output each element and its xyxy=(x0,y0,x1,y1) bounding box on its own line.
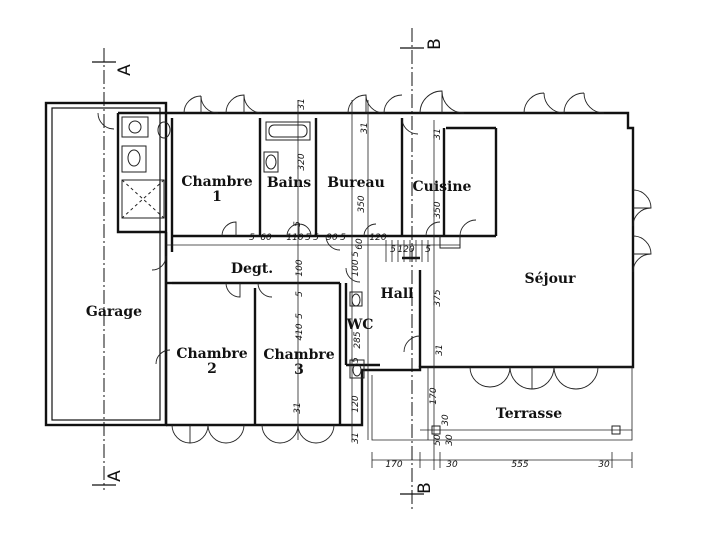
room-label-chambre3: Chambre xyxy=(263,347,334,363)
dim-5-b: 5 xyxy=(305,233,311,243)
dim-5-g: 5 xyxy=(293,221,303,227)
dim-31-top: 31 xyxy=(297,98,307,109)
room-label-cuisine: Cuisine xyxy=(413,179,472,195)
dim-350-cuisine: 350 xyxy=(433,201,443,218)
dimension-labels: 31 320 31 350 350 31 5 60 110 5 5 90 5 6… xyxy=(249,98,610,470)
room-label-wc: WC xyxy=(346,317,374,333)
section-mark-a-bottom: A xyxy=(105,470,125,482)
dim-375: 375 xyxy=(433,289,443,306)
dim-60-b: 60 xyxy=(355,238,365,250)
room-label-bains: Bains xyxy=(267,175,311,191)
dim-5-k: 5 xyxy=(351,357,361,363)
dim-50: 50 xyxy=(433,434,443,446)
dim-5-c: 5 xyxy=(313,233,319,243)
dim-31-bottom-right: 31 xyxy=(351,432,361,443)
fixtures xyxy=(121,116,621,435)
dim-31-cuisine: 31 xyxy=(433,128,443,139)
dim-5-d: 5 xyxy=(340,233,346,243)
openings xyxy=(97,90,652,444)
dim-320: 320 xyxy=(297,153,307,170)
dim-90: 90 xyxy=(326,233,338,243)
dim-60-a: 60 xyxy=(260,233,272,243)
section-mark-b-bottom: B xyxy=(415,482,435,494)
room-label-chambre2-number: 2 xyxy=(207,361,217,377)
dim-5-a: 5 xyxy=(249,233,255,243)
section-cuts xyxy=(92,28,424,510)
dim-170-horizontal: 170 xyxy=(385,460,402,470)
room-label-hall: Hall xyxy=(381,286,414,302)
section-mark-a-top: A xyxy=(115,64,135,76)
dim-31-bureau: 31 xyxy=(360,122,370,133)
dim-5-h: 5 xyxy=(295,291,305,297)
dim-5-j: 5 xyxy=(295,313,305,319)
dim-30-horizontal-1: 30 xyxy=(446,460,458,470)
room-label-chambre3-number: 3 xyxy=(294,362,304,378)
room-label-chambre1: Chambre xyxy=(181,174,252,190)
interior-walls xyxy=(164,118,498,425)
dim-555: 555 xyxy=(511,460,528,470)
room-label-terrasse: Terrasse xyxy=(496,406,562,422)
section-mark-b-top: B xyxy=(425,38,445,50)
dim-410: 410 xyxy=(295,323,305,340)
dimension-lines xyxy=(166,100,633,470)
dim-120-c: 120 xyxy=(351,395,361,412)
dim-5-i: 5 xyxy=(351,251,361,257)
room-label-chambre2: Chambre xyxy=(176,346,247,362)
dim-30-vertical-2: 30 xyxy=(445,434,455,446)
dim-170-vertical: 170 xyxy=(429,387,439,404)
dim-350-bureau: 350 xyxy=(357,195,367,212)
room-label-sejour: Séjour xyxy=(525,271,577,287)
dim-30-vertical: 30 xyxy=(441,414,451,426)
dim-285: 285 xyxy=(353,331,363,348)
dim-120-b: 120 xyxy=(397,245,414,255)
dim-31-bottom-left: 31 xyxy=(293,402,303,413)
dim-100-a: 100 xyxy=(295,259,305,276)
room-label-chambre1-number: 1 xyxy=(212,189,222,205)
room-label-degt: Degt. xyxy=(231,261,273,277)
dim-5-e: 5 xyxy=(390,245,396,255)
dim-110: 110 xyxy=(286,233,303,243)
dim-30-horizontal-2: 30 xyxy=(598,460,610,470)
room-label-garage: Garage xyxy=(86,304,142,320)
dim-5-f: 5 xyxy=(425,245,431,255)
dim-31-sejour: 31 xyxy=(435,344,445,355)
room-label-bureau: Bureau xyxy=(327,175,385,191)
dim-100-b: 100 xyxy=(351,259,361,276)
dim-120-a: 120 xyxy=(369,233,386,243)
